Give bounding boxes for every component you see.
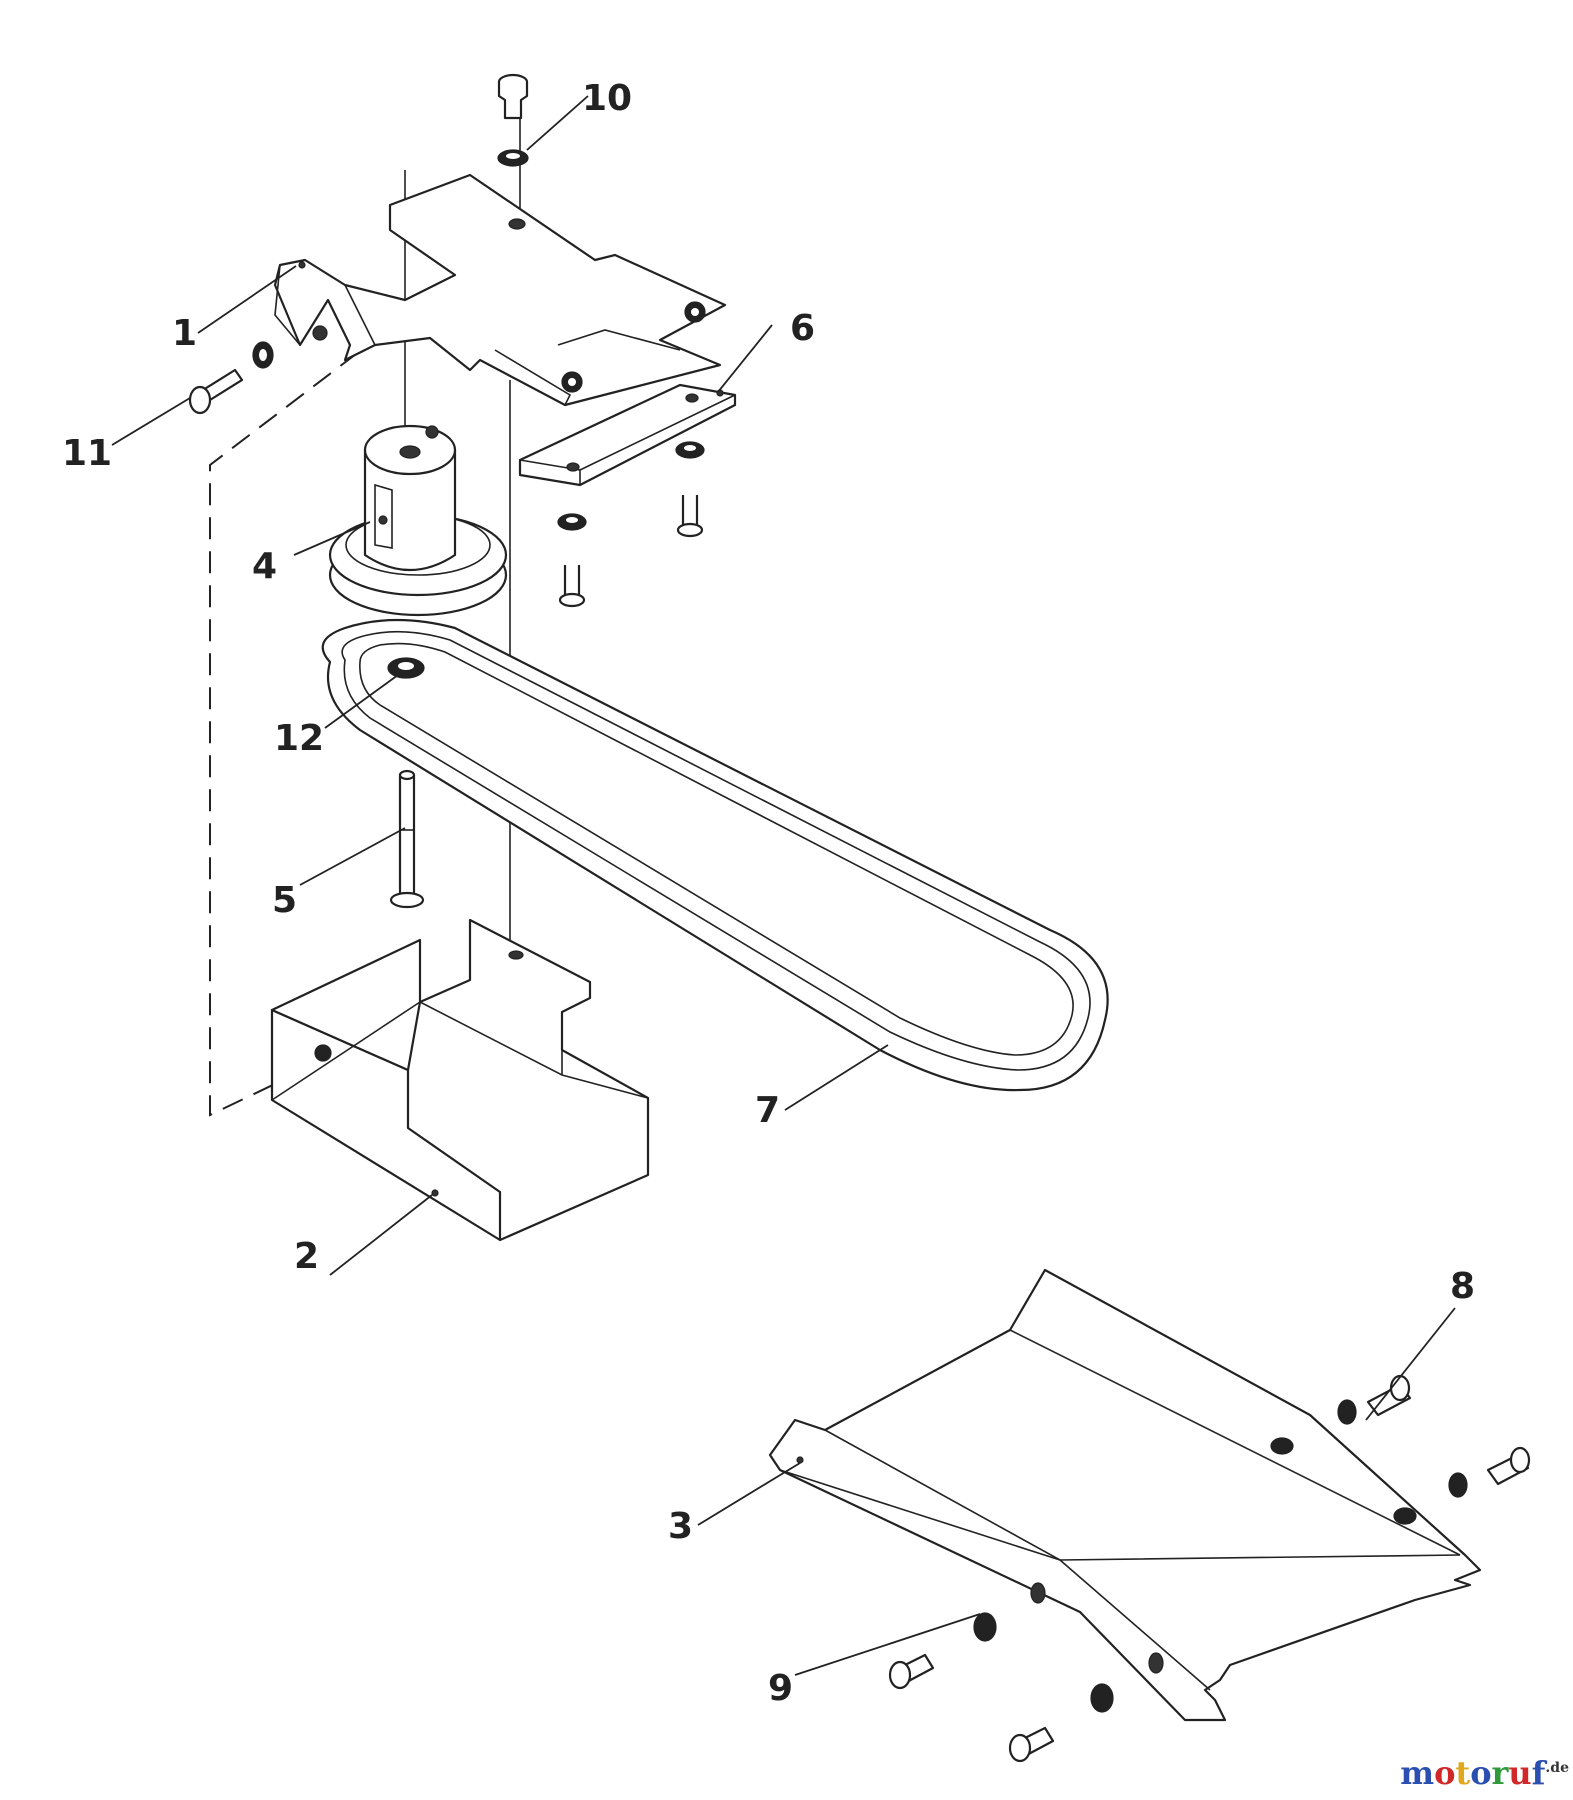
callout-labels: 1 2 3 4 5 6 7 8 9 10 11 12	[62, 78, 1475, 1709]
part-9-screws	[888, 1612, 1114, 1763]
part-10-screw-and-washer	[497, 73, 529, 167]
callout-5: 5	[272, 880, 297, 921]
callout-3: 3	[668, 1506, 693, 1547]
part-5-bolt	[389, 769, 425, 909]
callout-4: 4	[252, 546, 277, 587]
callout-8: 8	[1450, 1266, 1475, 1307]
part-12-washer	[387, 657, 425, 679]
motoruf-watermark-logo: motoruf.de	[1400, 1754, 1569, 1792]
watermark-letter: t	[1455, 1754, 1471, 1792]
callout-10: 10	[582, 78, 632, 119]
leader-lines	[111, 95, 1456, 1676]
watermark-suffix: .de	[1545, 1760, 1569, 1777]
callout-9: 9	[768, 1668, 793, 1709]
watermark-letter: f	[1531, 1754, 1546, 1792]
callout-6: 6	[790, 308, 815, 349]
watermark-letter: m	[1400, 1754, 1435, 1792]
watermark-letter: o	[1470, 1754, 1492, 1792]
plate-bolts	[557, 441, 705, 608]
part-4-pulley	[328, 424, 508, 617]
watermark-letter: r	[1491, 1754, 1509, 1792]
callout-11: 11	[62, 433, 112, 474]
watermark-letter: o	[1434, 1754, 1456, 1792]
callout-7: 7	[755, 1090, 780, 1131]
callout-2: 2	[294, 1236, 319, 1277]
callout-12: 12	[274, 718, 324, 759]
callout-1: 1	[172, 313, 197, 354]
part-3-belt-cover	[768, 1268, 1482, 1722]
watermark-letter: u	[1508, 1754, 1532, 1792]
part-6-support-plate	[518, 383, 737, 487]
part-1-mounting-bracket	[273, 173, 727, 407]
part-2-guard-box	[270, 918, 650, 1242]
part-11-screw-and-washer	[188, 341, 274, 415]
part-7-v-belt	[321, 618, 1109, 1092]
